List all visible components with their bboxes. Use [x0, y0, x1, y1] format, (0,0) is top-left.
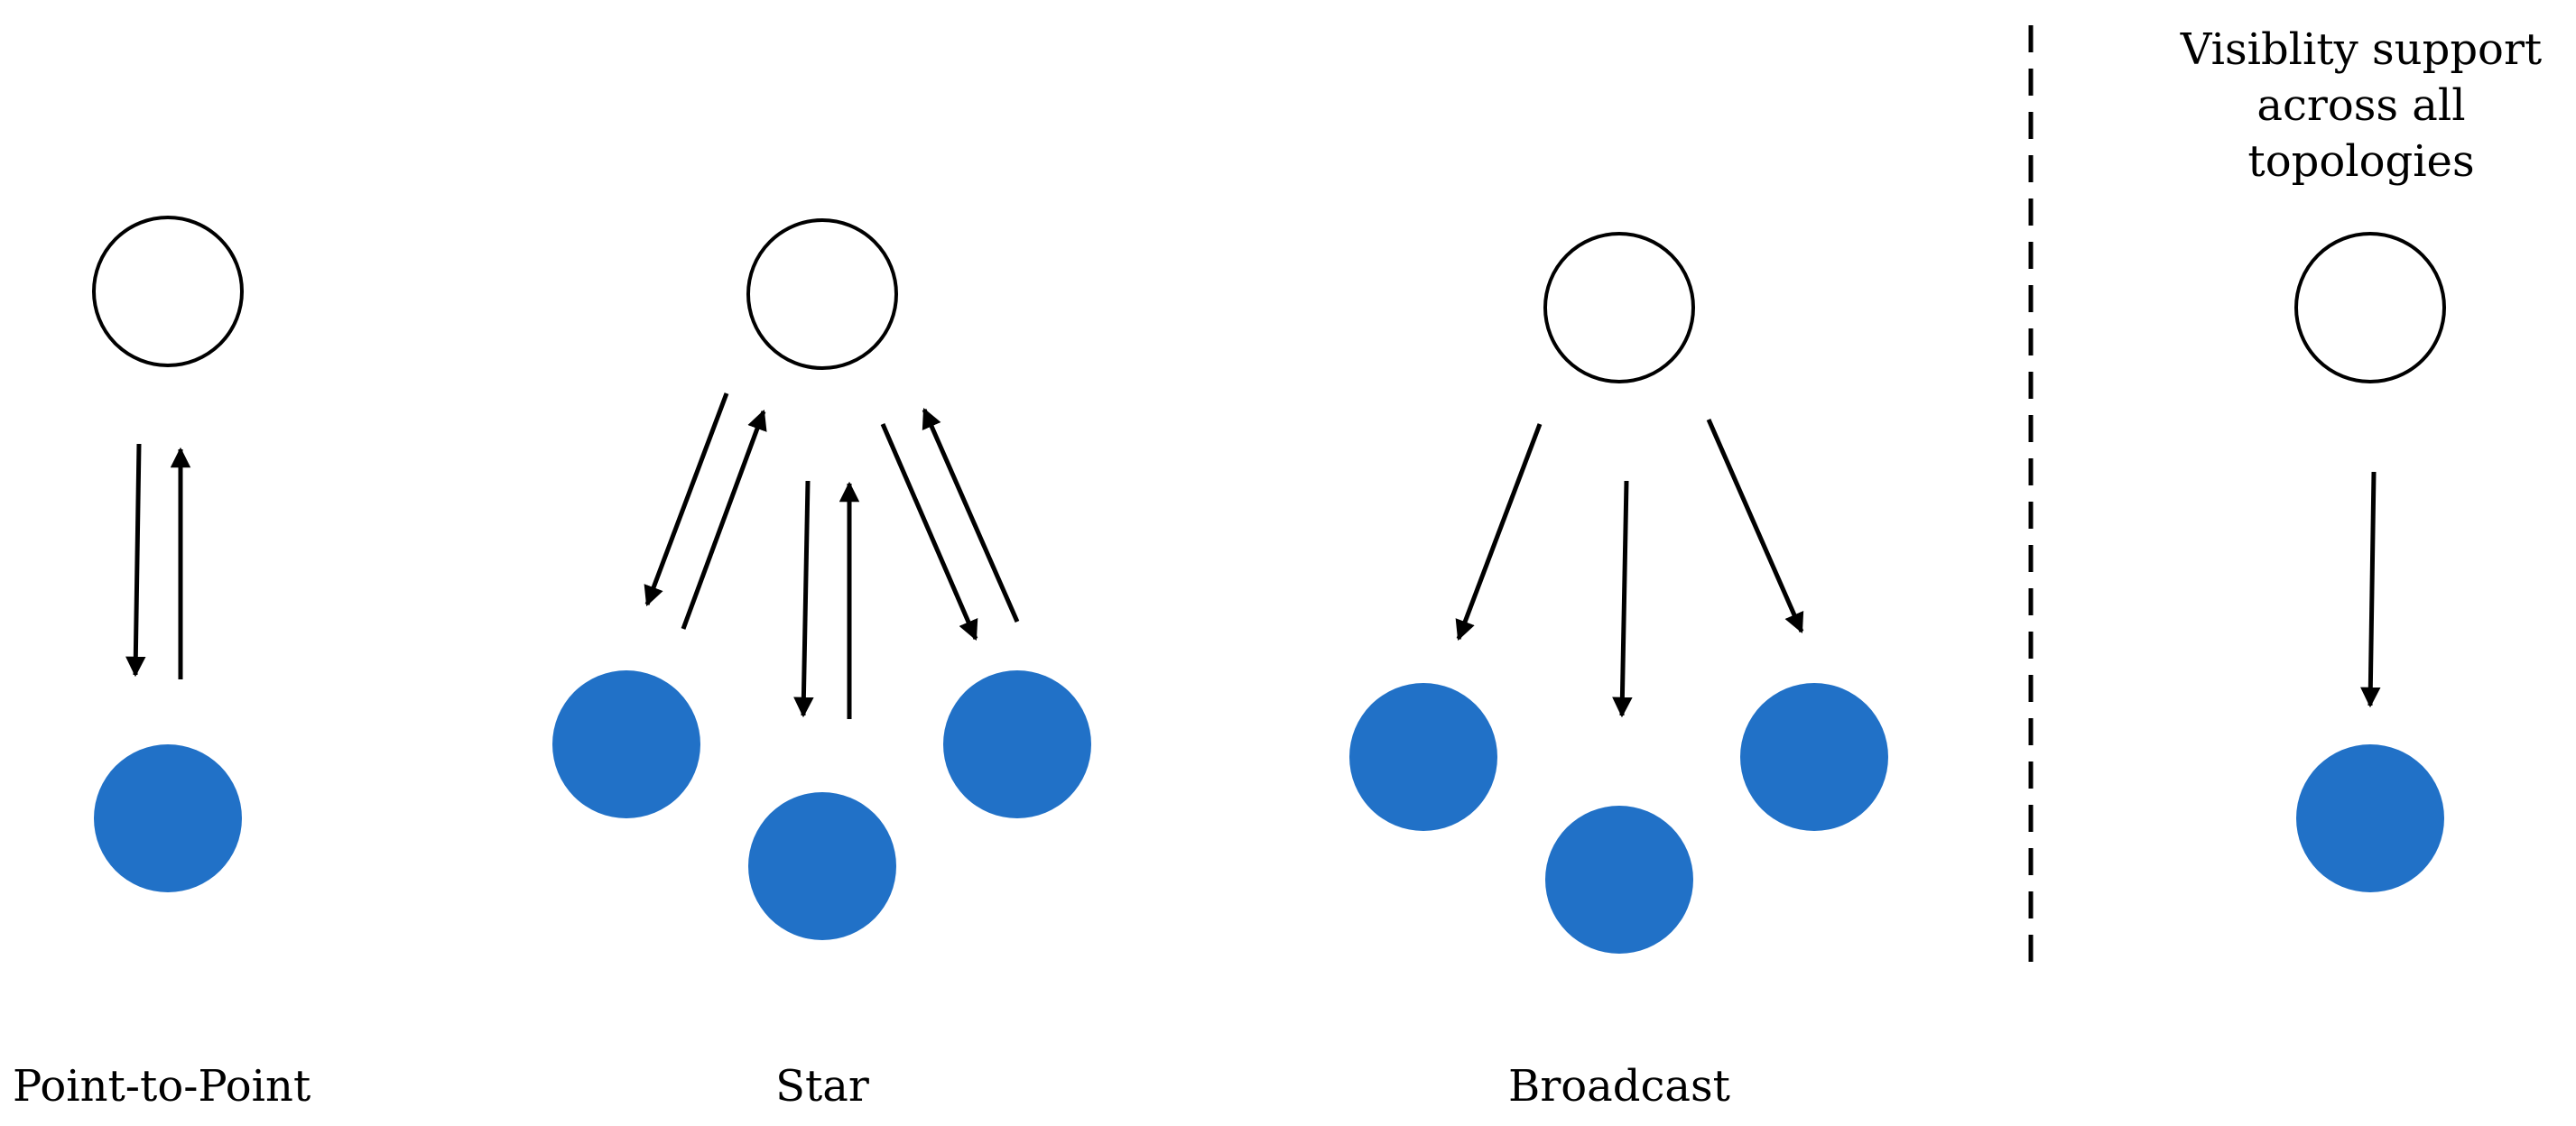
uplink-arrow-left	[681, 409, 767, 630]
hub-node	[746, 218, 898, 370]
broadcast-group	[1349, 232, 1888, 954]
topology-label-point-to-point: Point-to-Point	[13, 1061, 311, 1112]
endpoint-node-left	[552, 670, 700, 818]
visibility-group	[2294, 232, 2446, 892]
downlink-arrow-center	[793, 480, 814, 718]
endpoint-node	[94, 744, 242, 892]
topology-label-broadcast: Broadcast	[1508, 1061, 1730, 1112]
note-line-3: topologies	[2247, 136, 2475, 187]
endpoint-node-right	[943, 670, 1091, 818]
broadcast-arrow-right	[1706, 418, 1804, 634]
hub-node	[1543, 232, 1695, 383]
point-to-point-group	[92, 216, 244, 892]
note-line-2: across all	[2256, 80, 2466, 131]
topology-label-star: Star	[775, 1061, 869, 1112]
endpoint-node-right	[1740, 683, 1888, 831]
downlink-arrow	[125, 443, 146, 678]
visibility-arrow	[2360, 471, 2381, 708]
hub-node	[2294, 232, 2446, 383]
endpoint-node-center	[1545, 806, 1693, 954]
note-line-1: Visiblity support	[2180, 24, 2543, 75]
endpoint-node	[2296, 744, 2444, 892]
star-group	[552, 218, 1091, 940]
endpoint-node-center	[748, 792, 896, 940]
hub-node	[92, 216, 244, 367]
broadcast-arrow-left	[1455, 423, 1543, 641]
downlink-arrow-right	[880, 423, 978, 641]
downlink-arrow-left	[644, 392, 729, 607]
broadcast-arrow-center	[1612, 480, 1633, 718]
uplink-arrow-right	[922, 407, 1020, 623]
endpoint-node-left	[1349, 683, 1497, 831]
visibility-support-note: Visiblity support across all topologies	[2154, 22, 2569, 189]
